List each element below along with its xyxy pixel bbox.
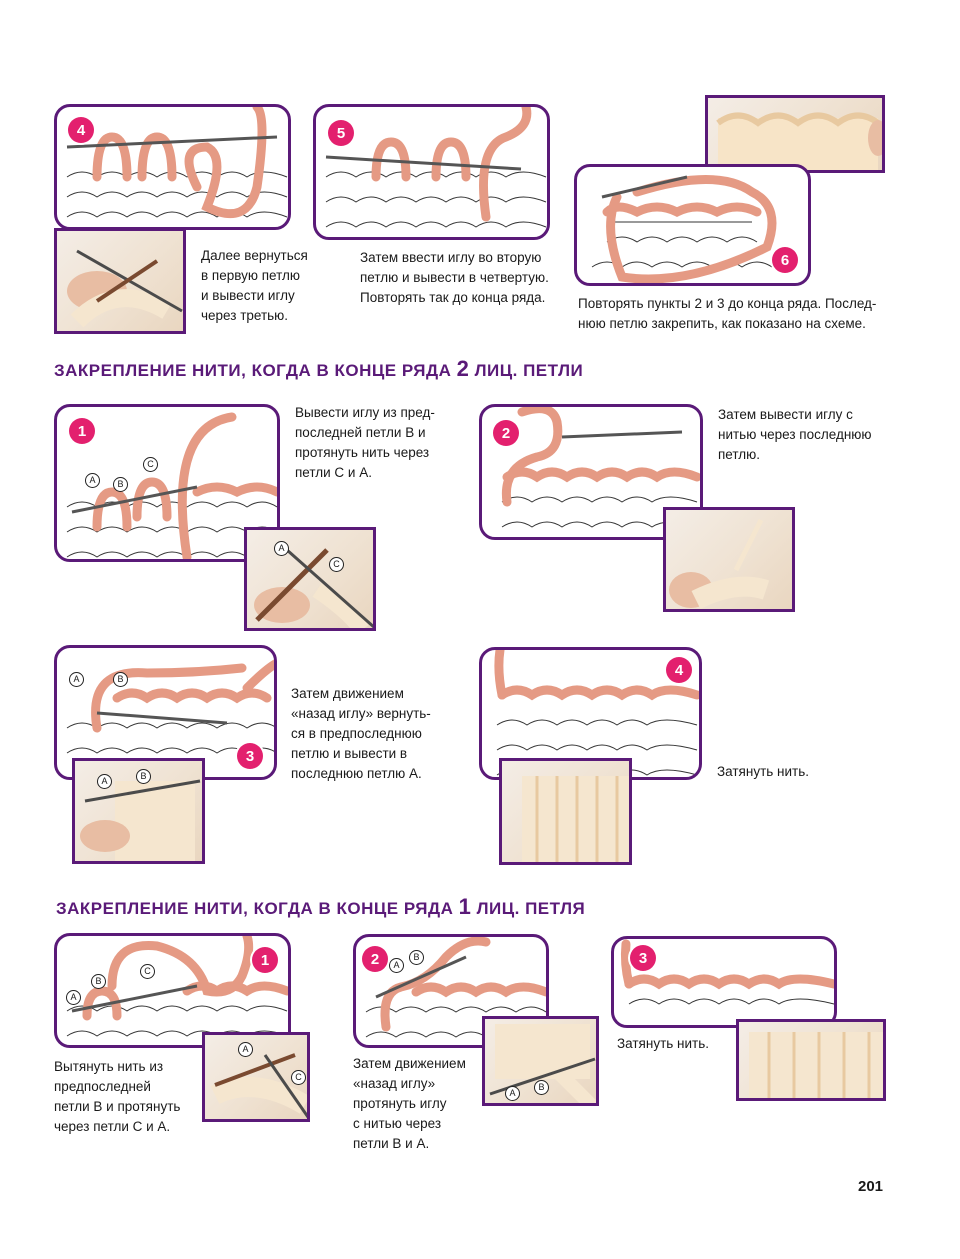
page-number: 201 (858, 1178, 884, 1195)
knitting-photo (522, 776, 629, 862)
step-badge: 1 (252, 947, 278, 973)
heading-text-post: лиц. петля (471, 899, 586, 918)
knitting-photo (669, 518, 770, 609)
photo-step-4-top (54, 228, 186, 334)
step-badge: 3 (237, 743, 263, 769)
section-heading-2-loops: Закрепление нити, когда в конце ряда 2 л… (54, 356, 583, 382)
step-badge: 2 (362, 946, 388, 972)
photo-s2-step-3: A B (72, 758, 205, 864)
knitting-photo (80, 779, 201, 861)
knitting-diagram (620, 939, 834, 1005)
caption-s2-step-3: Затем движением «назад иглу» вернуть- ся… (291, 686, 431, 781)
loop-label-c: C (143, 457, 158, 472)
knitting-diagram (66, 107, 288, 219)
caption-s3-step-2: Затем движением «назад иглу» протянуть и… (353, 1056, 466, 1151)
diagram-step-6-top: 6 (574, 164, 811, 286)
loop-label-a: A (66, 990, 81, 1005)
step-badge: 1 (69, 418, 95, 444)
caption-s2-step-1: Вывести иглу из пред- последней петли В … (295, 405, 435, 480)
loop-label-a: A (505, 1086, 520, 1101)
knitting-photo (254, 548, 373, 628)
knitting-diagram (325, 107, 547, 228)
diagram-s3-step-1: 1 A B C (54, 933, 291, 1048)
heading-number: 2 (456, 356, 470, 381)
loop-label-c: C (140, 964, 155, 979)
loop-label-b: B (91, 974, 106, 989)
diagram-s2-step-4: 4 (479, 647, 702, 780)
loop-label-a: A (97, 774, 112, 789)
photo-s3-step-3 (736, 1019, 886, 1101)
diagram-step-4-top: 4 (54, 104, 291, 230)
diagram-s3-step-2: 2 A B (353, 934, 549, 1048)
step-badge: 3 (630, 945, 656, 971)
loop-label-b: B (113, 477, 128, 492)
step-badge: 5 (328, 120, 354, 146)
loop-label-b: B (409, 950, 424, 965)
knitting-photo (67, 249, 183, 328)
diagram-step-5-top: 5 (313, 104, 550, 240)
knitting-photo (489, 1024, 596, 1103)
loop-label-b: B (136, 769, 151, 784)
heading-text-pre: Закрепление нити, когда в конце ряда (54, 361, 457, 380)
caption-s2-step-4: Затянуть нить. (717, 764, 809, 779)
step-badge: 6 (772, 247, 798, 273)
knitting-photo (210, 1053, 307, 1119)
photo-step-6-top (705, 95, 885, 173)
loop-label-a: A (69, 672, 84, 687)
caption-step-5-top: Затем ввести иглу во вторую петлю и выве… (360, 250, 549, 305)
knitting-photo (749, 1032, 883, 1098)
knitting-diagram (591, 175, 777, 283)
step-badge: 4 (68, 117, 94, 143)
diagram-s3-step-3: 3 (611, 936, 837, 1028)
loop-label-a: A (85, 473, 100, 488)
caption-s3-step-3: Затянуть нить. (617, 1036, 709, 1051)
step-badge: 4 (666, 657, 692, 683)
knitting-diagram (66, 412, 277, 559)
heading-text-post: лиц. петли (469, 361, 584, 380)
loop-label-c: C (291, 1070, 306, 1085)
loop-label-a: A (274, 541, 289, 556)
caption-s2-step-2: Затем вывести иглу с нитью через последн… (718, 407, 872, 462)
photo-s2-step-2 (663, 507, 795, 612)
loop-label-a: A (238, 1042, 253, 1057)
heading-text-pre: Закрепление нити, когда в конце ряда (56, 899, 459, 918)
step-badge: 2 (493, 420, 519, 446)
caption-s3-step-1: Вытянуть нить из предпоследней петли В и… (54, 1059, 181, 1134)
photo-s2-step-1: A C (244, 527, 376, 631)
loop-label-b: B (534, 1080, 549, 1095)
diagram-s2-step-1: 1 A B C (54, 404, 280, 562)
photo-s3-step-2: A B (482, 1016, 599, 1106)
diagram-s2-step-3: 3 A B (54, 645, 277, 780)
loop-label-c: C (329, 557, 344, 572)
photo-s3-step-1: A C (202, 1032, 310, 1122)
caption-step-4-top: Далее вернуться в первую петлю и вывести… (201, 248, 308, 323)
heading-number: 1 (458, 894, 472, 919)
loop-label-b: B (113, 672, 128, 687)
knitting-diagram (501, 407, 700, 528)
knitting-diagram (365, 937, 546, 1038)
knitting-photo (716, 112, 882, 170)
photo-s2-step-4 (499, 758, 632, 865)
section-heading-1-loop: Закрепление нити, когда в конце ряда 1 л… (56, 894, 585, 920)
loop-label-a: A (389, 958, 404, 973)
knitting-diagram (66, 659, 274, 754)
caption-step-6-top: Повторять пункты 2 и 3 до конца ряда. По… (578, 296, 877, 331)
